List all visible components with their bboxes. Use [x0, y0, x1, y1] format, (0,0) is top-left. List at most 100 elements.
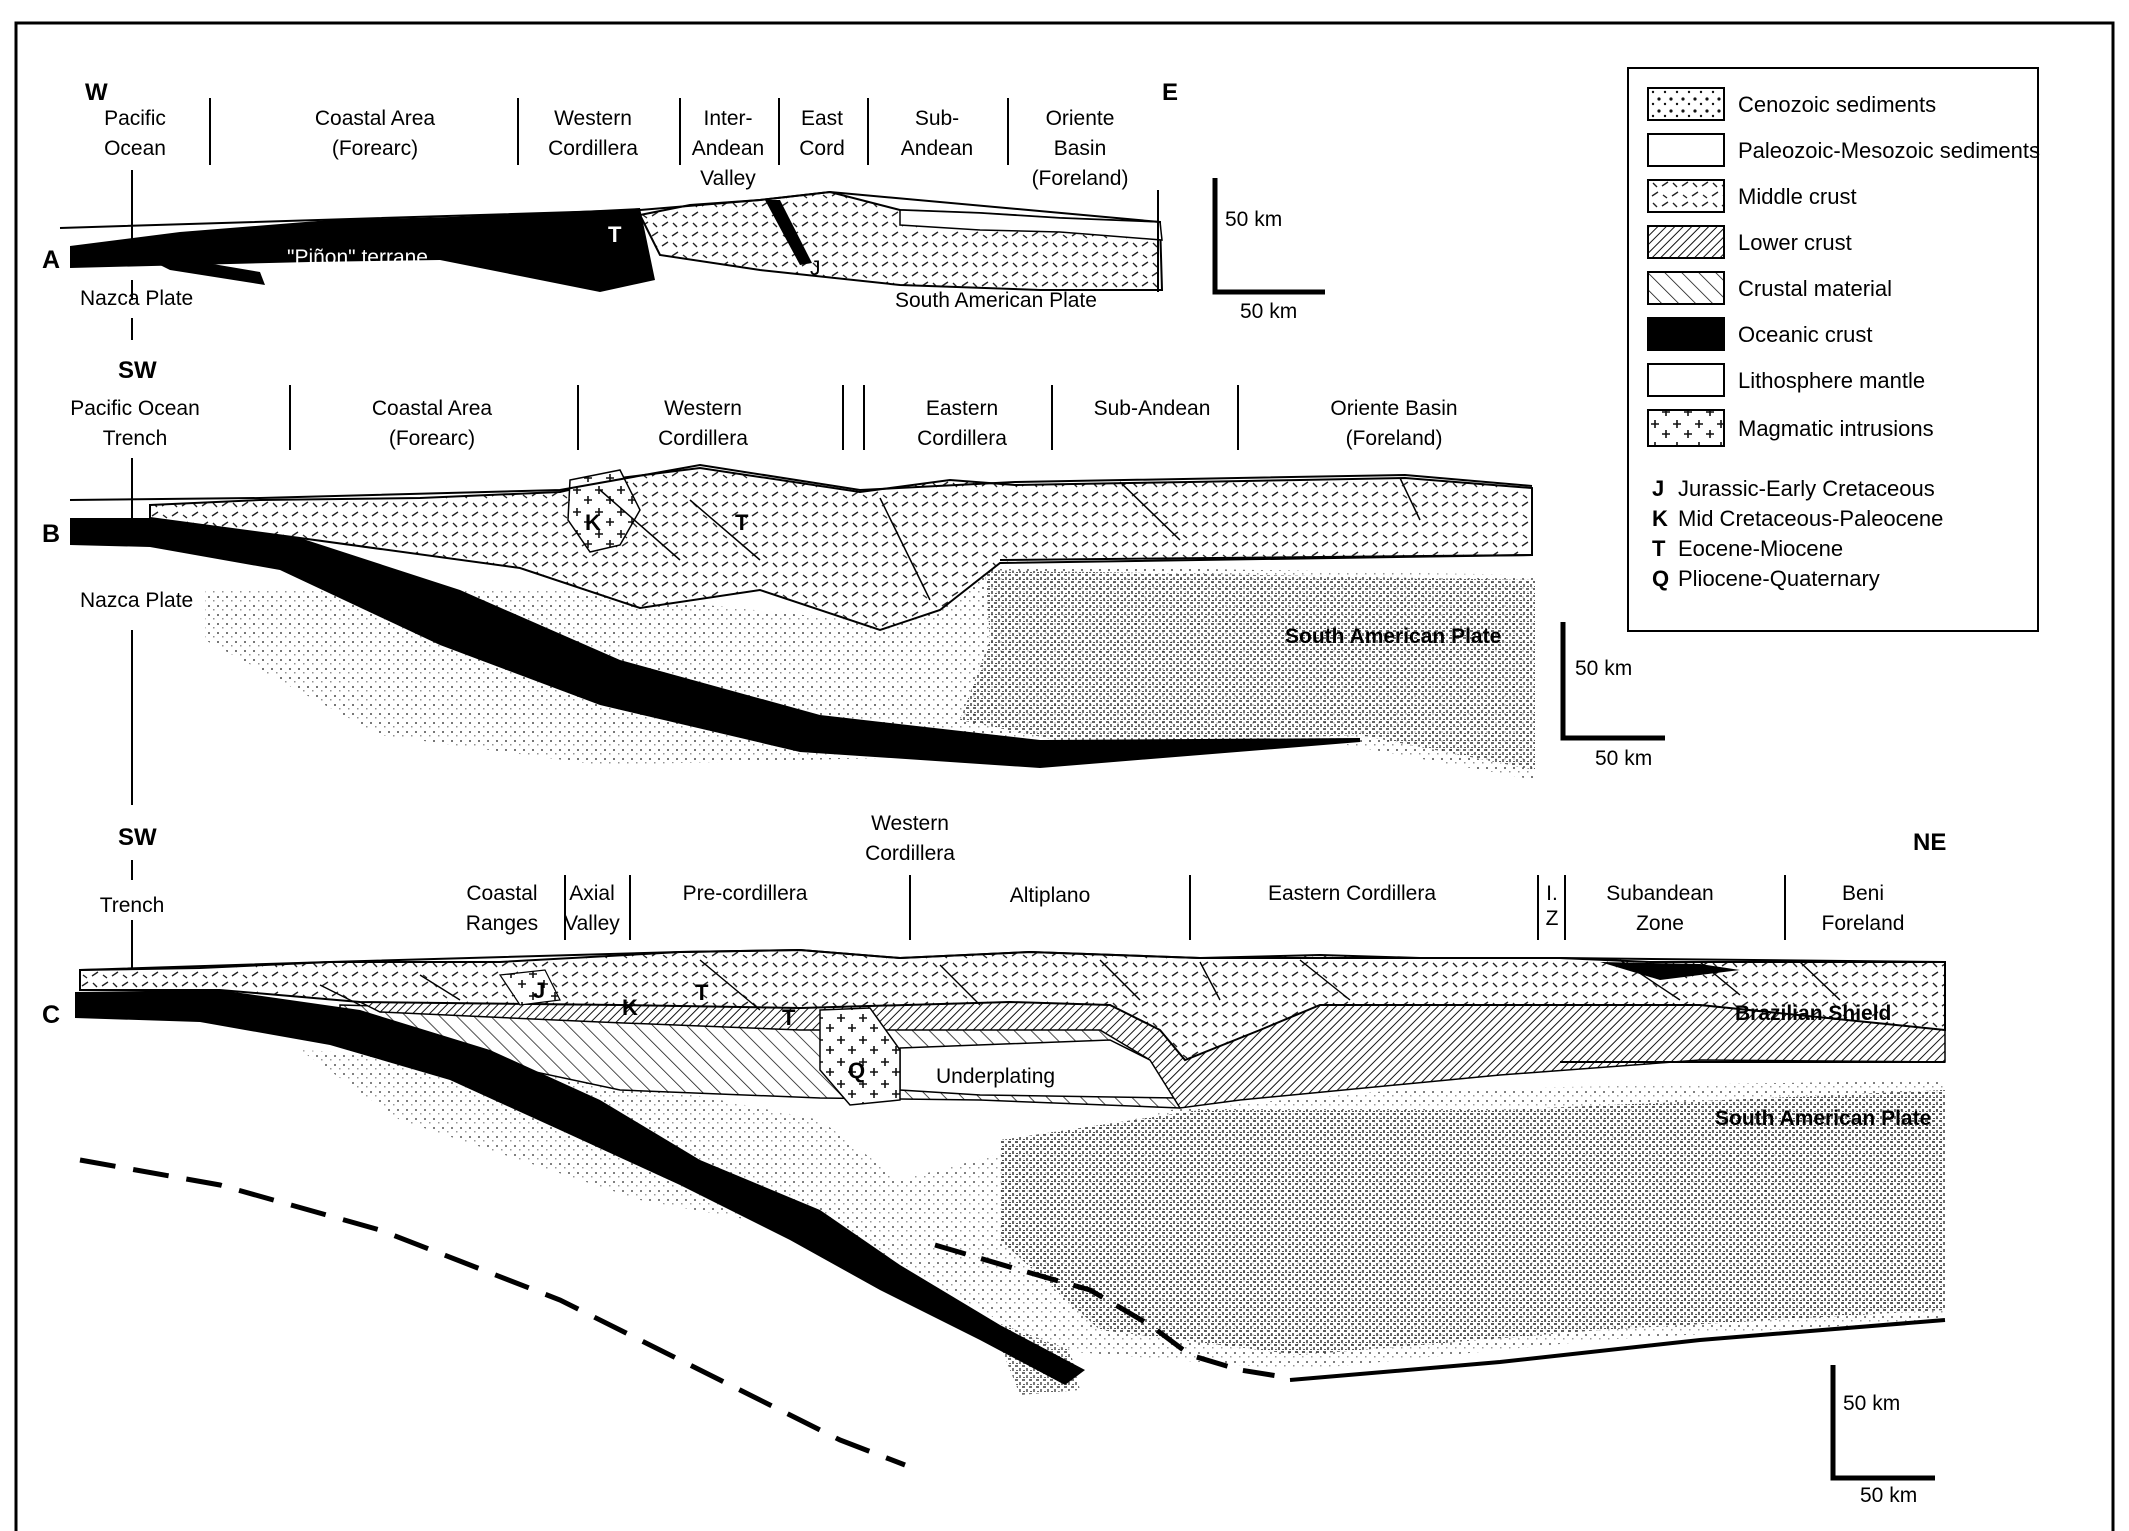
unit-label: J — [810, 257, 821, 280]
section-letter: A — [42, 246, 60, 274]
legend-age-label: Eocene-Miocene — [1678, 536, 1843, 561]
legend-swatch — [1647, 133, 1725, 167]
legend-label: Lithosphere mantle — [1738, 368, 1925, 393]
region-label: Inter- — [703, 107, 752, 130]
legend-swatch — [1647, 317, 1725, 351]
unit-label: T — [608, 222, 622, 247]
legend-swatch — [1647, 179, 1725, 213]
region-label: Andean — [901, 137, 973, 160]
legend-swatch — [1647, 363, 1725, 397]
legend-label: Crustal material — [1738, 276, 1892, 301]
unit-label: K — [622, 995, 638, 1020]
plate-label: South American Plate — [1715, 1107, 1931, 1130]
section-c-lithosphere-boundary — [79, 1157, 906, 1468]
section-c-dir-left: SW — [118, 824, 157, 851]
region-label: I. — [1546, 882, 1558, 905]
section-letter: C — [42, 1001, 60, 1029]
section-c-dir-right: NE — [1913, 829, 1946, 856]
region-label: Pacific Ocean — [70, 397, 200, 420]
region-label: Coastal — [466, 882, 537, 905]
legend-label: Magmatic intrusions — [1738, 416, 1934, 441]
region-label: Eastern Cordillera — [1268, 882, 1436, 905]
region-label: (Foreland) — [1346, 427, 1443, 450]
legend-age-code: J — [1652, 476, 1664, 501]
scale-label: 50 km — [1575, 657, 1632, 680]
region-label: Trench — [100, 894, 165, 917]
section-b-dividers — [131, 385, 1239, 805]
plate-label: Nazca Plate — [80, 287, 193, 310]
legend-swatch — [1647, 409, 1725, 447]
legend-swatch — [1647, 271, 1725, 305]
section-c-foreland-wedge — [1600, 962, 1740, 980]
section-b-mantle-dense — [960, 570, 1535, 770]
unit-label: K — [585, 510, 601, 535]
region-label: Foreland — [1822, 912, 1905, 935]
legend-label: Middle crust — [1738, 184, 1857, 209]
region-label: (Foreland) — [1032, 167, 1129, 190]
region-label: Coastal Area — [315, 107, 436, 130]
unit-label: Q — [848, 1058, 865, 1083]
underplating-label: Underplating — [936, 1065, 1055, 1088]
region-label: Coastal Area — [372, 397, 493, 420]
region-label: East — [801, 107, 843, 130]
legend-label: Oceanic crust — [1738, 322, 1873, 347]
region-label: Altiplano — [1010, 884, 1091, 907]
unit-label: J — [533, 978, 545, 1003]
region-label: Beni — [1842, 882, 1884, 905]
legend-swatch — [1647, 225, 1725, 259]
section-c-intrusion — [498, 969, 561, 1006]
legend-age-code: Q — [1652, 566, 1669, 591]
legend-age-label: Pliocene-Quaternary — [1678, 566, 1880, 591]
legend-age-code: T — [1652, 536, 1666, 561]
unit-label: T — [782, 1005, 796, 1030]
plate-label: South American Plate — [895, 289, 1097, 312]
region-label: Oriente — [1046, 107, 1115, 130]
terrane-label: "Piñon" terrane — [287, 246, 428, 269]
region-label: (Forearc) — [389, 427, 475, 450]
legend-label: Cenozoic sediments — [1738, 92, 1936, 117]
plate-label: Nazca Plate — [80, 589, 193, 612]
section-a-dir-right: E — [1162, 79, 1178, 106]
region-label: Western — [554, 107, 632, 130]
shield-label: Brazilian Shield — [1735, 1002, 1891, 1025]
region-label: Western — [664, 397, 742, 420]
region-label: Western — [871, 812, 949, 835]
scale-label: 50 km — [1595, 747, 1652, 770]
region-label: Z — [1546, 907, 1559, 930]
region-label: Sub-Andean — [1094, 397, 1211, 420]
legend-swatch — [1647, 87, 1725, 121]
section-a-middle-crust — [638, 190, 1164, 291]
section-letter: B — [42, 520, 60, 548]
section-b-scale-bar: 50 km 50 km — [1560, 622, 1665, 770]
unit-label: T — [695, 980, 709, 1005]
legend-label: Paleozoic-Mesozoic sediments — [1738, 138, 2040, 163]
section-a-fault — [765, 200, 812, 265]
region-label: Cordillera — [658, 427, 748, 450]
region-label: Ocean — [104, 137, 166, 160]
region-label: Zone — [1636, 912, 1684, 935]
unit-label: T — [735, 510, 749, 535]
region-label: Subandean — [1606, 882, 1713, 905]
section-a-oceanic-crust — [70, 208, 655, 292]
section-c: SW NE Trench Coastal Ranges Axial Valley… — [42, 812, 1946, 1507]
region-label: Pre-cordillera — [683, 882, 808, 905]
section-c-surface — [79, 948, 1946, 971]
region-label: Axial — [569, 882, 615, 905]
legend-age-label: Mid Cretaceous-Paleocene — [1678, 506, 1943, 531]
section-b-oceanic-crust — [70, 518, 1360, 768]
section-b-surface — [69, 463, 1533, 501]
section-a-surface — [59, 190, 1161, 229]
region-label: Cordillera — [917, 427, 1007, 450]
section-b: SW Pacific Ocean Trench Coastal Area (Fo… — [42, 357, 1665, 805]
scale-label: 50 km — [1225, 208, 1282, 231]
region-label: Valley — [700, 167, 756, 190]
plate-label: South American Plate — [1285, 625, 1501, 648]
region-label: Eastern — [926, 397, 998, 420]
scale-label: 50 km — [1240, 300, 1297, 323]
scale-label: 50 km — [1860, 1484, 1917, 1507]
region-label: Cordillera — [865, 842, 955, 865]
section-a-slab — [130, 250, 265, 285]
legend: Cenozoic sediments Paleozoic-Mesozoic se… — [1627, 67, 2040, 632]
legend-label: Lower crust — [1738, 230, 1852, 255]
